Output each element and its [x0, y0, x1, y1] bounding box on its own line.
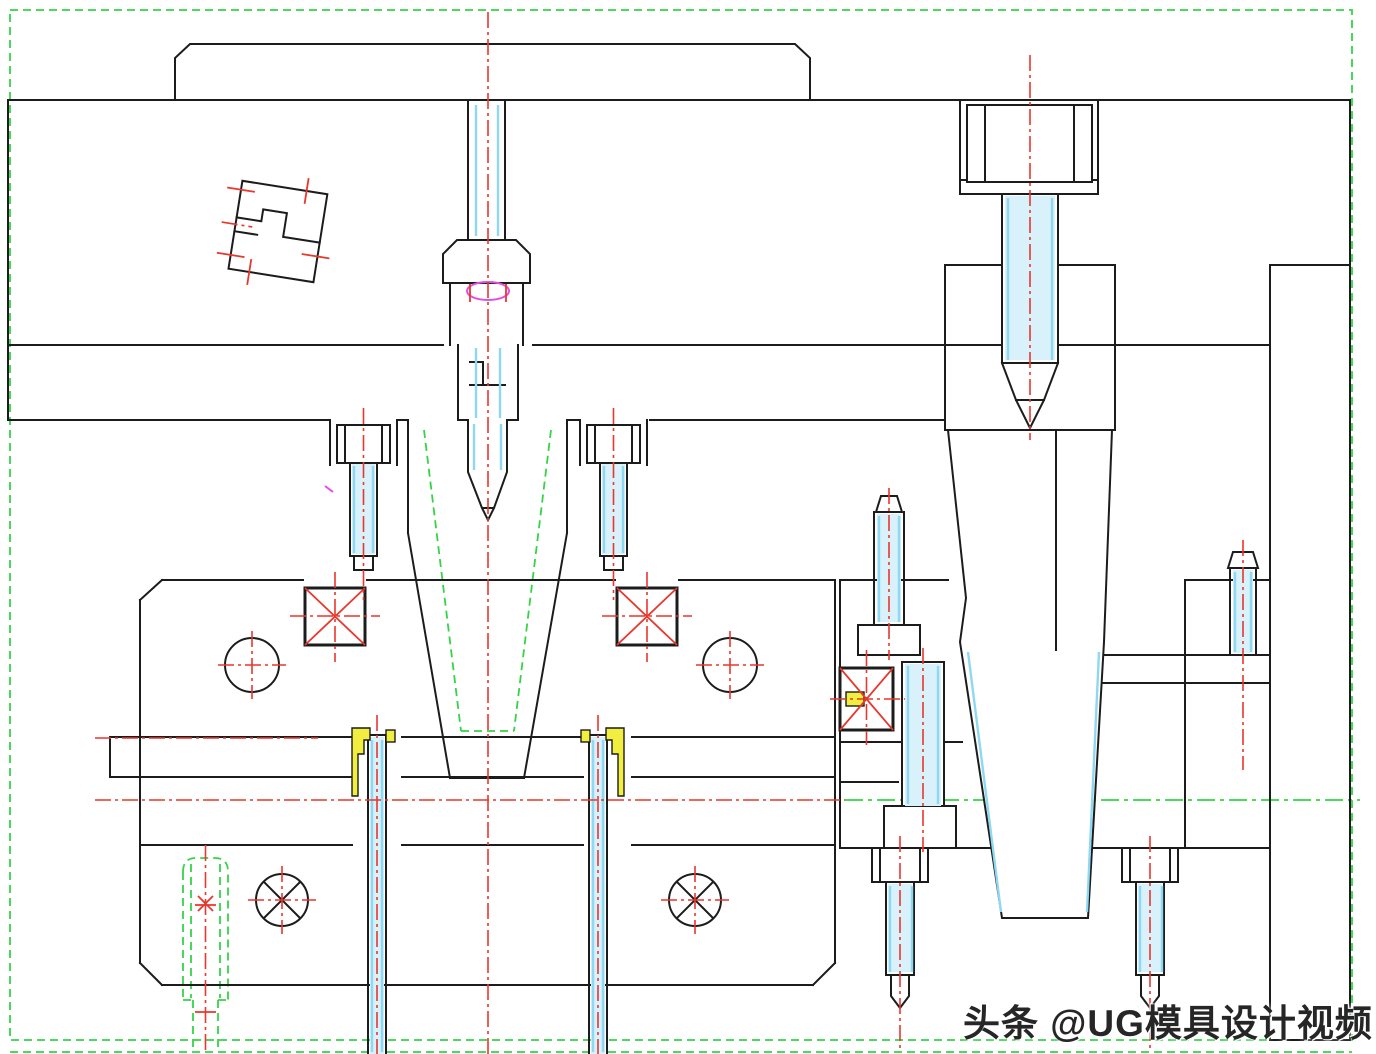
detail-view-sketch [227, 179, 329, 284]
yellow-highlight-layer [351, 691, 865, 797]
watermark-text: 头条 @UG模具设计视频 [963, 1003, 1373, 1044]
construction-lines-layer [9, 9, 1360, 1053]
centerline-layer [95, 12, 1244, 1054]
